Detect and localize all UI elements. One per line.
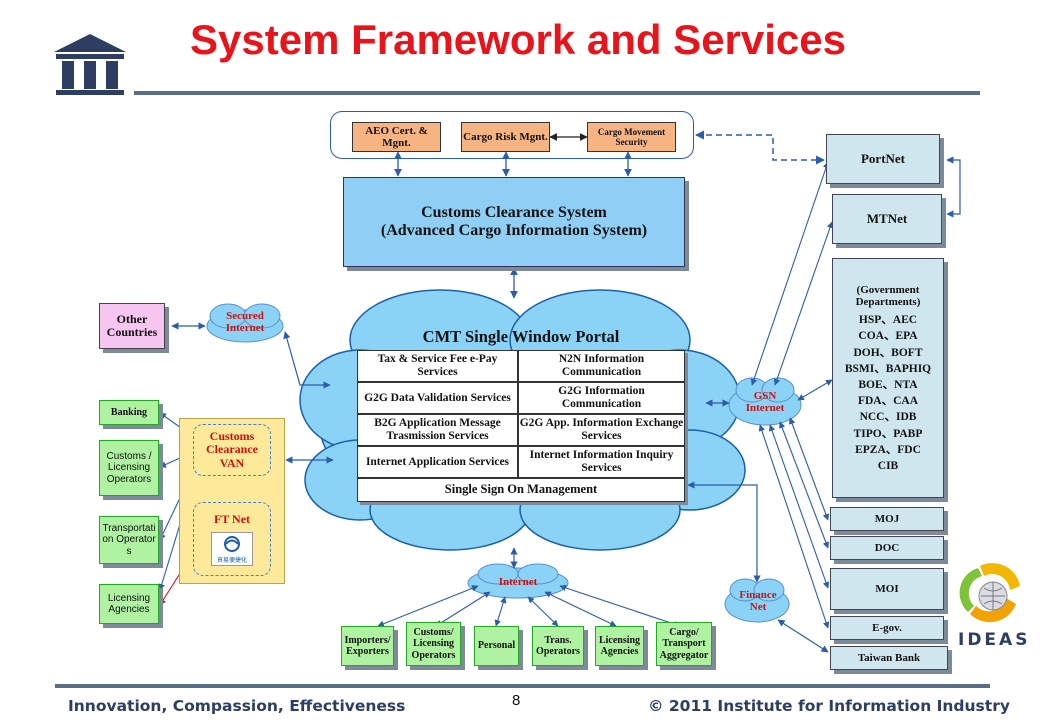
gov-line: EPZA、FDC <box>855 443 921 456</box>
service-g2g-exchange: G2G App. Information Exchange Services <box>518 414 685 446</box>
customs-system-line1: Customs Clearance System <box>421 204 607 222</box>
cargo-risk-box: Cargo Risk Mgnt. <box>461 122 550 152</box>
service-internet-inquiry: Internet Information Inquiry Services <box>518 446 685 478</box>
internet-label: Internet <box>498 576 538 588</box>
personal-box: Personal <box>474 626 519 666</box>
customs-licensing-operators-bottom-box: Customs/ Licensing Operators <box>406 622 461 666</box>
gov-line: COA、EPA <box>858 330 918 343</box>
service-g2g-info: G2G Information Communication <box>518 382 685 414</box>
ideas-logo: IDEAS <box>950 560 1030 652</box>
trans-operators-box: Trans. Operators <box>532 626 584 666</box>
service-epay: Tax & Service Fee e-Pay Services <box>357 350 518 382</box>
footer-copyright: © 2011 Institute for Information Industr… <box>648 697 1010 715</box>
licensing-agencies-bottom-box: Licensing Agencies <box>595 626 644 666</box>
top-modules-group <box>330 111 694 159</box>
doc-box: DOC <box>830 536 944 560</box>
gov-line: CIB <box>877 459 899 472</box>
ideas-logo-text: IDEAS <box>958 630 1031 650</box>
service-g2g-validation: G2G Data Validation Services <box>357 382 518 414</box>
egov-box: E-gov. <box>830 616 944 640</box>
gov-title: (Government Departments) <box>855 284 921 308</box>
ft-net-logo-caption: 貿易便捷化 <box>216 557 247 564</box>
gov-line: HSP、AEC <box>858 314 918 327</box>
customs-clearance-van-box: Customs Clearance VAN <box>193 424 271 476</box>
government-departments-box: (Government Departments) HSP、AEC COA、EPA… <box>832 258 944 498</box>
gov-list: HSP、AEC COA、EPA DOH、BOFT BSMI、BAPHIQ BOE… <box>833 312 943 474</box>
page-number: 8 <box>512 692 521 709</box>
service-internet-app: Internet Application Services <box>357 446 518 478</box>
customs-clearance-system-box: Customs Clearance System (Advanced Cargo… <box>343 177 685 267</box>
gsn-internet-label: GSN Internet <box>745 390 785 415</box>
portnet-box: PortNet <box>826 134 940 184</box>
internet-cloud <box>467 563 569 599</box>
other-countries-box: Other Countries <box>99 303 165 349</box>
page-title: System Framework and Services <box>190 16 847 63</box>
service-n2n: N2N Information Communication <box>518 350 685 382</box>
taiwan-bank-box: Taiwan Bank <box>830 646 948 670</box>
ft-net-label: FT Net <box>213 512 251 526</box>
service-sso: Single Sign On Management <box>357 478 685 502</box>
gov-line: FDA、CAA <box>857 395 919 408</box>
importers-exporters-box: Importers/ Exporters <box>341 626 394 666</box>
transportation-operators-box: Transportati on Operators <box>99 516 159 564</box>
footer-slogan: Innovation, Compassion, Effectiveness <box>68 697 406 715</box>
cargo-transport-aggregator-box: Cargo/ Transport Aggregator <box>656 622 712 666</box>
service-b2g: B2G Application Message Trasmission Serv… <box>357 414 518 446</box>
portal-title: CMT Single Window Portal <box>422 327 620 346</box>
moi-box: MOI <box>830 568 944 610</box>
logo-icon <box>50 30 130 98</box>
secured-internet-cloud <box>206 303 284 343</box>
moj-box: MOJ <box>830 507 944 531</box>
gov-line: NCC、IDB <box>859 411 917 424</box>
gsn-internet-cloud <box>728 377 802 426</box>
gov-line: BOE、NTA <box>858 378 918 391</box>
finance-net-label: Finance Net <box>739 589 777 614</box>
banking-box: Banking <box>99 400 159 425</box>
ft-net-logo: 貿易便捷化 <box>211 532 253 566</box>
cargo-movement-box: Cargo Movement Security <box>587 122 676 152</box>
gov-line: BSMI、BAPHIQ <box>844 362 932 375</box>
gov-line: DOH、BOFT <box>853 346 923 359</box>
gov-line: TIPO、PABP <box>853 427 923 440</box>
header-divider <box>134 91 980 95</box>
footer-divider <box>55 684 990 688</box>
secured-internet-label: Secured Internet <box>225 310 265 335</box>
customs-licensing-operators-box: Customs / Licensing Operators <box>99 440 159 496</box>
customs-system-line2: (Advanced Cargo Information System) <box>380 222 648 239</box>
mtnet-box: MTNet <box>832 194 942 244</box>
licensing-agencies-box: Licensing Agencies <box>99 584 159 624</box>
aeo-cert-box: AEO Cert. & Mgnt. <box>352 122 441 152</box>
